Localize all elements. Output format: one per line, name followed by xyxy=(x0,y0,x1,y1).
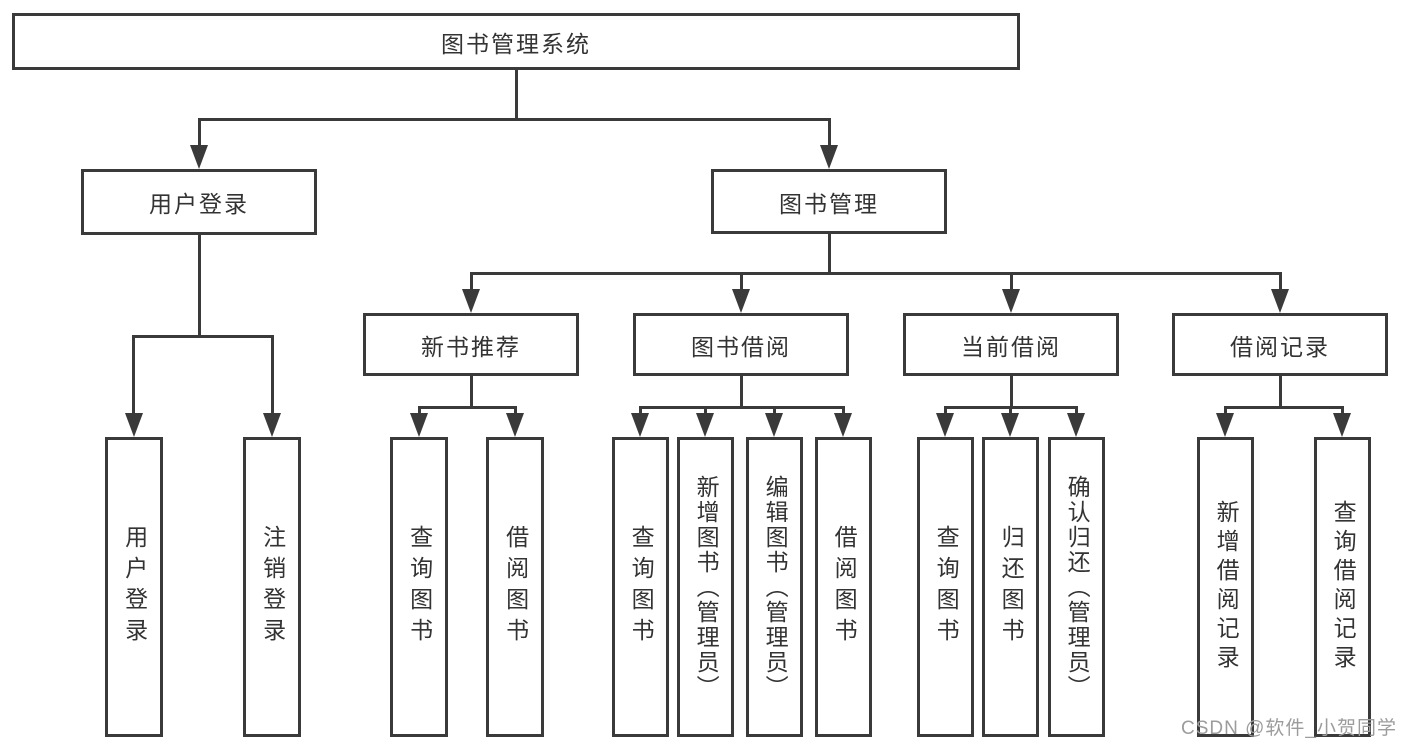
connector-root-stem xyxy=(515,70,518,118)
node-new-book-recommend-label: 新书推荐 xyxy=(421,333,521,360)
connector-borrowing-records-bus xyxy=(1224,406,1344,409)
node-borrowing-records: 借阅记录 xyxy=(1172,313,1388,376)
connector-drop-current-borrowing xyxy=(1010,272,1013,292)
arrowhead xyxy=(834,413,852,437)
arrowhead xyxy=(696,413,714,437)
node-book-management-label: 图书管理 xyxy=(779,190,879,217)
node-user-login-label: 用户登录 xyxy=(149,191,249,217)
arrowhead-book-borrowing xyxy=(732,289,750,313)
leaf-current-return-books-label: 归还图书 xyxy=(998,525,1025,649)
connector-drop-user-login xyxy=(198,118,201,147)
leaf-borrowing-edit-books-admin: 编辑图书（管理员） xyxy=(746,437,803,737)
leaf-borrowing-edit-books-admin-label: 编辑图书（管理员） xyxy=(762,474,789,700)
connector-drop-book-management xyxy=(828,118,831,147)
connector-drop-borrowing-records xyxy=(1279,272,1282,292)
node-root: 图书管理系统 xyxy=(12,13,1020,70)
leaf-logout-label: 注销登录 xyxy=(259,525,286,649)
leaf-borrowing-borrow-books-label: 借阅图书 xyxy=(831,525,858,649)
arrowhead-borrowing-records xyxy=(1271,289,1289,313)
leaf-user-login: 用户登录 xyxy=(105,437,163,737)
connector-new-book-recommend-bus xyxy=(418,406,517,409)
connector-drop xyxy=(1224,406,1227,416)
connector-user-login-bus xyxy=(133,335,274,338)
node-book-borrowing: 图书借阅 xyxy=(633,313,849,376)
connector-drop xyxy=(418,406,421,416)
node-user-login: 用户登录 xyxy=(81,169,317,235)
leaf-recommend-query-books-label: 查询图书 xyxy=(406,525,433,649)
leaf-recommend-borrow-books-label: 借阅图书 xyxy=(502,525,529,649)
node-current-borrowing-label: 当前借阅 xyxy=(961,333,1061,360)
leaf-borrowing-add-books-admin: 新增图书（管理员） xyxy=(677,437,734,737)
arrowhead-new-book-recommend xyxy=(462,289,480,313)
connector-book-management-stem xyxy=(828,234,831,272)
arrowhead xyxy=(506,413,524,437)
arrowhead xyxy=(1333,413,1351,437)
leaf-logout: 注销登录 xyxy=(243,437,301,737)
connector-drop xyxy=(944,406,947,416)
connector-new-book-recommend-stem xyxy=(470,376,473,406)
leaf-current-confirm-return-admin: 确认归还（管理员） xyxy=(1048,437,1105,737)
csdn-watermark: CSDN @软件_小贺同学 xyxy=(1181,718,1397,739)
leaf-records-add-record: 新增借阅记录 xyxy=(1197,437,1254,737)
node-current-borrowing: 当前借阅 xyxy=(903,313,1119,376)
arrowhead xyxy=(936,413,954,437)
leaf-user-login-label: 用户登录 xyxy=(121,525,148,649)
connector-drop xyxy=(1341,406,1344,416)
arrowhead xyxy=(631,413,649,437)
node-borrowing-records-label: 借阅记录 xyxy=(1230,333,1330,360)
connector-root-bus xyxy=(198,118,831,121)
leaf-borrowing-add-books-admin-label: 新增图书（管理员） xyxy=(693,474,720,700)
connector-drop xyxy=(773,406,776,416)
arrowhead xyxy=(1001,413,1019,437)
leaf-current-query-books: 查询图书 xyxy=(917,437,974,737)
leaf-records-query-record-label: 查询借阅记录 xyxy=(1330,500,1357,674)
connector-drop-leaf-logout xyxy=(271,335,274,415)
node-root-label: 图书管理系统 xyxy=(441,30,591,57)
leaf-current-query-books-label: 查询图书 xyxy=(933,525,960,649)
arrowhead-book-management xyxy=(820,145,838,169)
arrowhead xyxy=(410,413,428,437)
connector-drop xyxy=(639,406,642,416)
arrowhead xyxy=(1067,413,1085,437)
connector-borrowing-records-stem xyxy=(1279,376,1282,406)
leaf-borrowing-query-books-label: 查询图书 xyxy=(628,525,655,649)
connector-drop xyxy=(1075,406,1078,416)
arrowhead-leaf-logout xyxy=(263,413,281,437)
connector-book-borrowing-bus xyxy=(639,406,845,409)
leaf-records-query-record: 查询借阅记录 xyxy=(1314,437,1371,737)
leaf-current-return-books: 归还图书 xyxy=(982,437,1039,737)
leaf-borrowing-query-books: 查询图书 xyxy=(612,437,669,737)
node-book-management: 图书管理 xyxy=(711,169,947,234)
arrowhead xyxy=(1216,413,1234,437)
leaf-current-confirm-return-admin-label: 确认归还（管理员） xyxy=(1064,474,1091,700)
connector-user-login-stem xyxy=(198,235,201,335)
connector-book-borrowing-stem xyxy=(740,376,743,406)
leaf-borrowing-borrow-books: 借阅图书 xyxy=(815,437,872,737)
connector-drop xyxy=(1009,406,1012,416)
arrowhead-user-login xyxy=(190,145,208,169)
leaf-records-add-record-label: 新增借阅记录 xyxy=(1213,500,1240,674)
connector-drop xyxy=(514,406,517,416)
connector-current-borrowing-stem xyxy=(1010,376,1013,406)
node-new-book-recommend: 新书推荐 xyxy=(363,313,579,376)
arrowhead-current-borrowing xyxy=(1002,289,1020,313)
leaf-recommend-query-books: 查询图书 xyxy=(390,437,448,737)
arrowhead xyxy=(765,413,783,437)
node-book-borrowing-label: 图书借阅 xyxy=(691,333,791,360)
connector-drop xyxy=(842,406,845,416)
arrowhead-leaf-login xyxy=(125,413,143,437)
leaf-recommend-borrow-books: 借阅图书 xyxy=(486,437,544,737)
connector-drop-new-book-recommend xyxy=(470,272,473,292)
connector-book-management-bus xyxy=(470,272,1282,275)
connector-drop-book-borrowing xyxy=(740,272,743,292)
connector-drop xyxy=(704,406,707,416)
connector-drop-leaf-login xyxy=(132,335,135,415)
